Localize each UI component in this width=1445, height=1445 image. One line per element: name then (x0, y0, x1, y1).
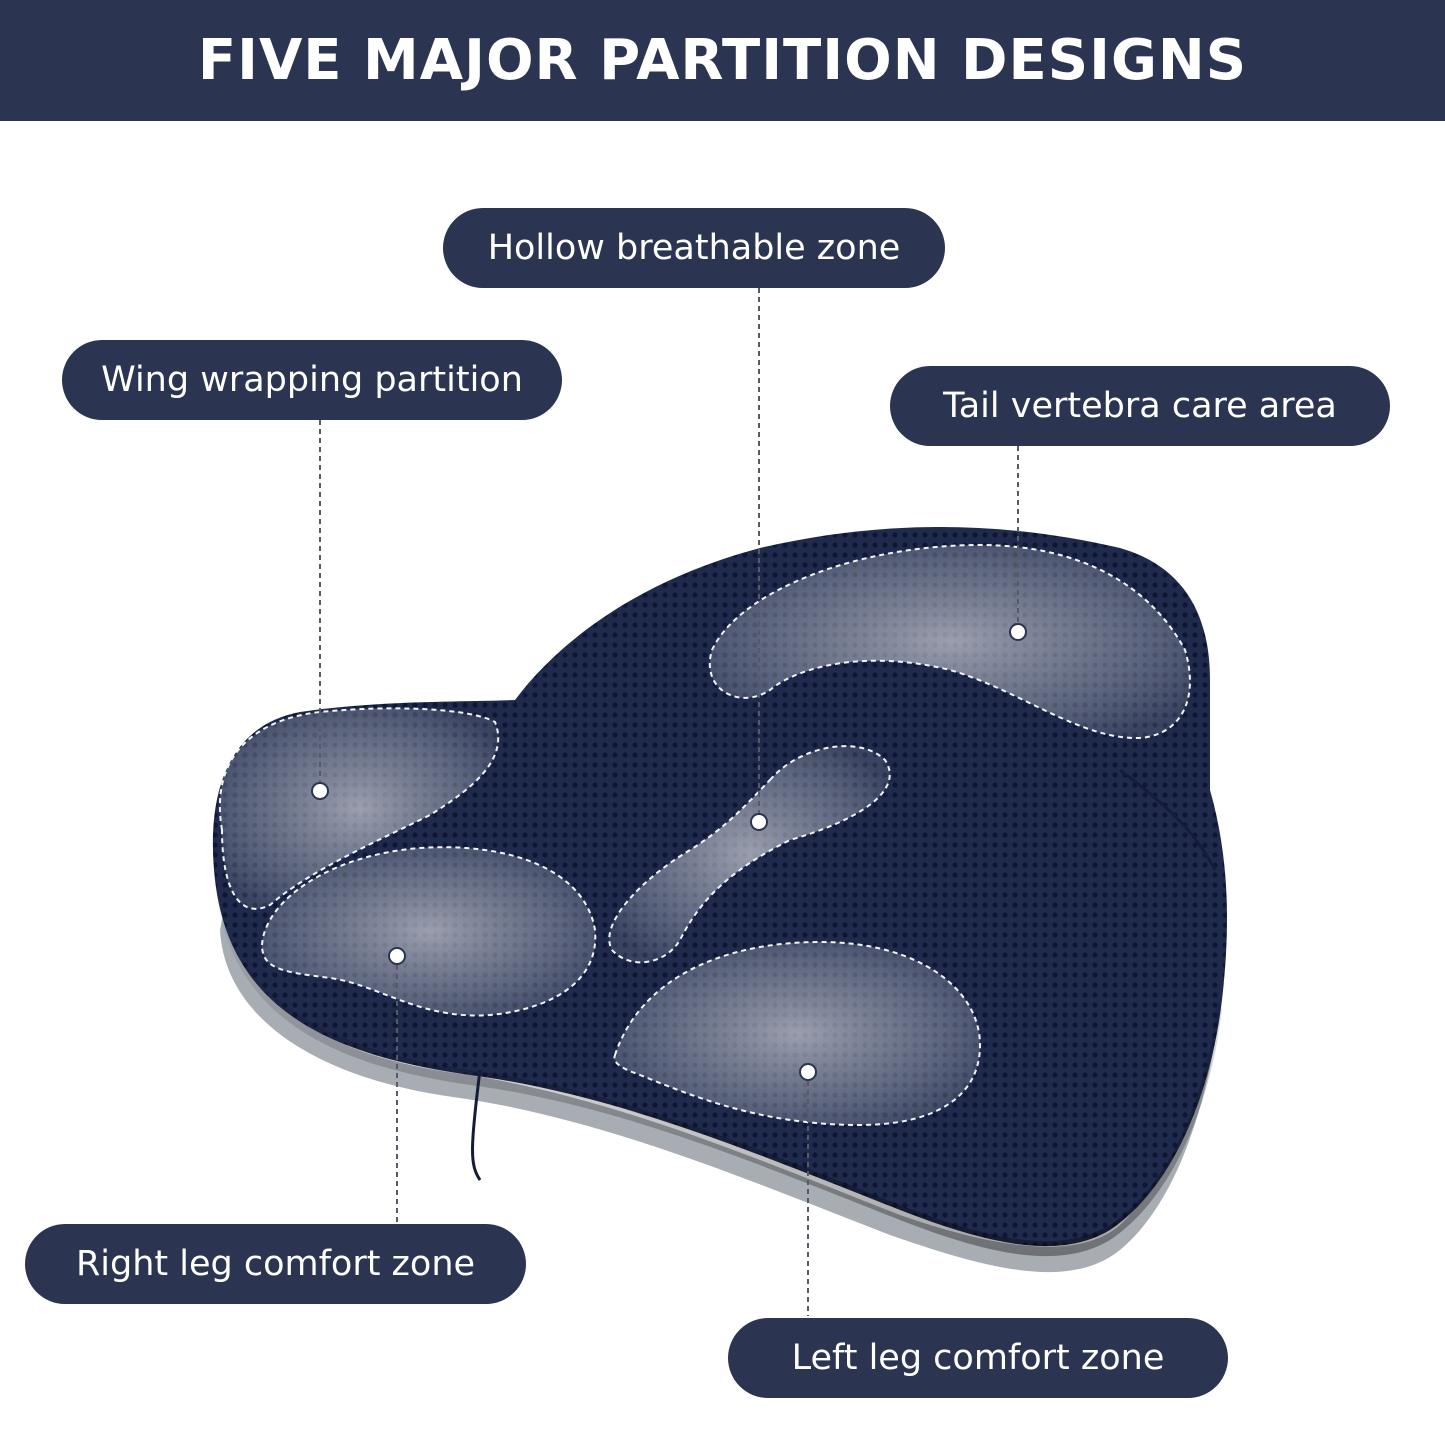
label-hollow-breathable-zone: Hollow breathable zone (443, 208, 945, 288)
label-left-leg-comfort-zone: Left leg comfort zone (728, 1318, 1228, 1398)
hollow-zone (608, 745, 891, 964)
wing-zone (218, 707, 500, 910)
title-banner: FIVE MAJOR PARTITION DESIGNS (0, 0, 1445, 121)
cushion-base-edge (220, 905, 1225, 1273)
label-tail-vertebra-care-area: Tail vertebra care area (890, 366, 1390, 446)
marker-dot-tail (1009, 623, 1027, 641)
tail-zone (709, 543, 1191, 740)
label-wing-wrapping-partition: Wing wrapping partition (62, 340, 562, 420)
marker-dot-wing (311, 782, 329, 800)
label-right-leg-comfort-zone: Right leg comfort zone (25, 1224, 526, 1304)
marker-dot-right-leg (388, 947, 406, 965)
left-leg-zone (613, 940, 982, 1127)
marker-dot-hollow (750, 813, 768, 831)
marker-dot-left-leg (799, 1063, 817, 1081)
page-title: FIVE MAJOR PARTITION DESIGNS (197, 28, 1248, 93)
right-leg-zone (260, 846, 597, 1017)
